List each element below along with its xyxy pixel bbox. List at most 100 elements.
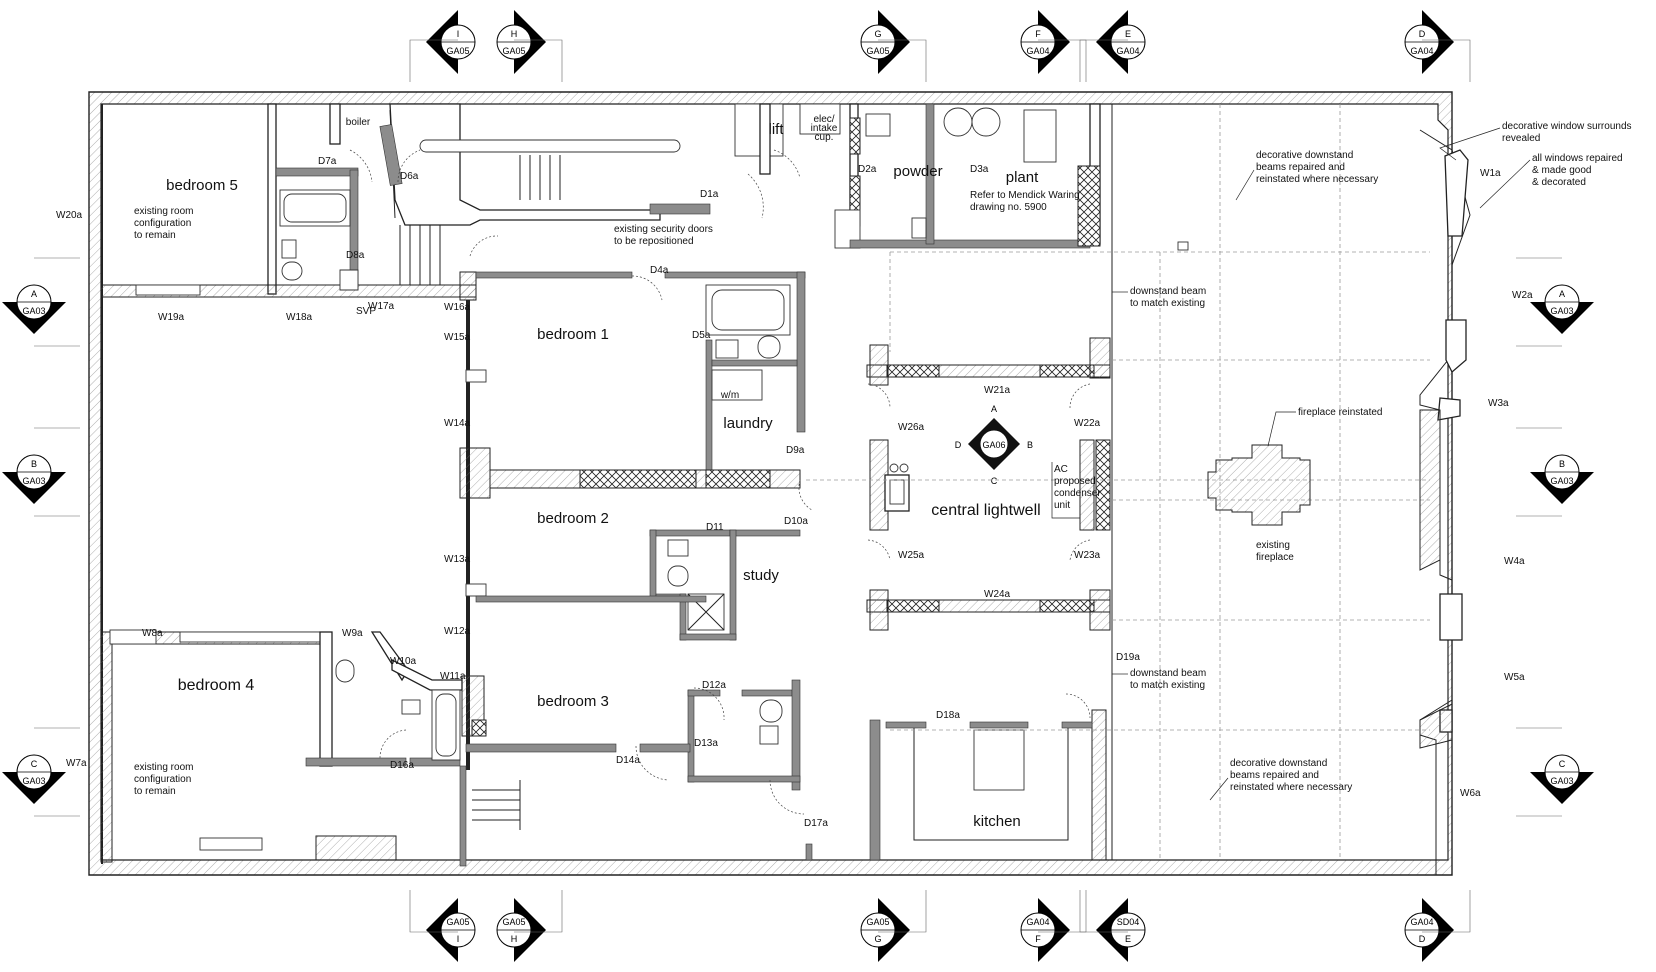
section-marker-sheet: GA03: [22, 776, 45, 786]
section-marker-label: GA05: [866, 917, 889, 927]
section-marker-label: GA04: [1026, 917, 1049, 927]
elevation-key-c: C: [991, 476, 998, 486]
section-marker-label: E: [1125, 29, 1131, 39]
note-beams-top-l1: decorative downstand: [1256, 150, 1353, 161]
tag-w25a: W25a: [898, 550, 925, 561]
tag-d4a: D4a: [650, 265, 669, 276]
section-marker-left-a: A GA03: [2, 257, 80, 347]
note-downstand-2-l2: to match existing: [1130, 680, 1205, 691]
section-marker-label: H: [511, 29, 518, 39]
room-bedroom-2: bedroom 2: [537, 510, 609, 527]
section-marker-label: I: [457, 29, 460, 39]
tag-d17a: D17a: [804, 818, 828, 829]
tag-d8a: D8a: [346, 250, 365, 261]
room-powder: powder: [893, 163, 942, 180]
tag-w4a: W4a: [1504, 556, 1525, 567]
tag-d19a: D19a: [1116, 652, 1140, 663]
section-marker-sheet: GA03: [22, 476, 45, 486]
tag-w22a: W22a: [1074, 418, 1101, 429]
section-marker-sheet: GA03: [22, 306, 45, 316]
note-ac-l3: condenser: [1054, 488, 1101, 499]
room-bedroom-1: bedroom 1: [537, 326, 609, 343]
room-study: study: [743, 567, 779, 584]
central-lightwell-block: GA06 A B C D: [866, 337, 1111, 631]
room-bedroom-5: bedroom 5: [166, 177, 238, 194]
note-beams-bottom-l1: decorative downstand: [1230, 758, 1327, 769]
tag-w16a: W16a: [444, 302, 471, 313]
section-marker-label: SD04: [1117, 917, 1140, 927]
tag-w19a: W19a: [158, 312, 185, 323]
section-marker-label: GA05: [502, 917, 525, 927]
room-central-lightwell: central lightwell: [931, 502, 1040, 519]
section-markers: IGA05HGA05GGA05FGA04EGA04DGA04GA05IGA05H…: [2, 10, 1594, 962]
room-bedroom-4: bedroom 4: [178, 677, 255, 694]
section-marker-sheet: GA05: [866, 46, 889, 56]
section-marker-label: F: [1035, 29, 1041, 39]
note-ac-l1: AC: [1054, 464, 1068, 475]
tag-svp: SVP: [356, 306, 376, 317]
section-marker-sheet: GA03: [1550, 776, 1573, 786]
tag-w6a: W6a: [1460, 788, 1481, 799]
door-swings: [349, 149, 1091, 815]
tag-d6a: D6a: [400, 171, 419, 182]
section-marker-sheet: F: [1035, 934, 1041, 944]
tag-w13a: W13a: [444, 554, 471, 565]
beam-grid: [806, 104, 1469, 860]
section-marker-right-b: B GA03: [1516, 427, 1594, 517]
section-marker-sheet: G: [874, 934, 881, 944]
section-marker-top-i: I GA05: [409, 10, 476, 82]
tag-d12a: D12a: [702, 680, 726, 691]
section-marker-sheet: H: [511, 934, 518, 944]
room-lift: lift: [769, 121, 785, 138]
tag-w7a: W7a: [66, 758, 87, 769]
note-existing-fireplace-l2: fireplace: [1256, 552, 1294, 563]
room-plant: plant: [1006, 169, 1039, 186]
note-existing-config-1-l3: to remain: [134, 230, 176, 241]
note-downstand-2-l1: downstand beam: [1130, 668, 1206, 679]
section-marker-sheet: GA05: [446, 46, 469, 56]
tag-d5a: D5a: [692, 330, 711, 341]
element-tags: W20a W19a W18a SVP W17a W16a W15a W14a W…: [56, 156, 1533, 829]
tag-d3a: D3a: [970, 164, 989, 175]
tag-d14a: D14a: [616, 755, 640, 766]
section-marker-label: G: [874, 29, 881, 39]
tag-d18a: D18a: [936, 710, 960, 721]
note-existing-config-2-l1: existing room: [134, 762, 193, 773]
tag-w12a: W12a: [444, 626, 471, 637]
tag-d1a: D1a: [700, 189, 719, 200]
tag-w9a: W9a: [342, 628, 363, 639]
note-existing-fireplace-l1: existing: [1256, 540, 1290, 551]
section-marker-sheet: GA03: [1550, 476, 1573, 486]
section-marker-sheet: GA04: [1116, 46, 1139, 56]
tag-w5a: W5a: [1504, 672, 1525, 683]
tag-d10a: D10a: [784, 516, 808, 527]
section-marker-label: B: [1559, 459, 1565, 469]
room-elec-2: intake: [811, 123, 838, 134]
room-boiler: boiler: [346, 117, 371, 128]
toilet-icon: [281, 239, 297, 259]
tag-w15a: W15a: [444, 332, 471, 343]
kitchen-block: [805, 709, 1107, 861]
tag-d9a: D9a: [786, 445, 805, 456]
section-marker-sheet: GA04: [1410, 46, 1433, 56]
note-windows-repaired-l2: & made good: [1532, 165, 1592, 176]
note-ac-l4: unit: [1054, 500, 1070, 511]
north-wing: [100, 103, 1101, 298]
basin-icon: [281, 261, 303, 281]
tag-w20a: W20a: [56, 210, 83, 221]
room-elec-3: cup.: [815, 132, 834, 143]
section-marker-label: A: [31, 289, 37, 299]
note-beams-bottom-l2: beams repaired and: [1230, 770, 1319, 781]
note-existing-config-2-l2: configuration: [134, 774, 191, 785]
tag-w8a: W8a: [142, 628, 163, 639]
room-bedroom-3: bedroom 3: [537, 693, 609, 710]
note-existing-config-1-l2: configuration: [134, 218, 191, 229]
